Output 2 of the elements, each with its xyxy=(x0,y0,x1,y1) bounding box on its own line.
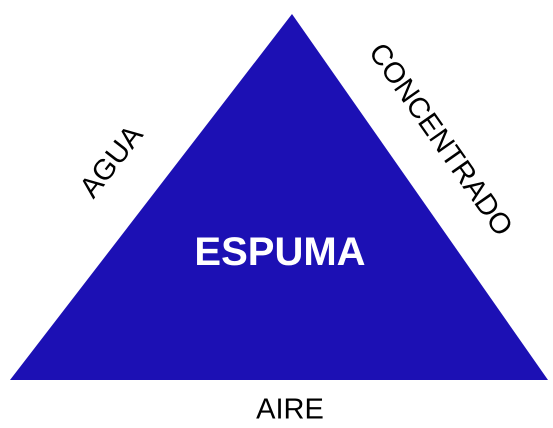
side-label: AIRE xyxy=(256,396,324,424)
node-label: ESPUMA xyxy=(193,232,367,272)
